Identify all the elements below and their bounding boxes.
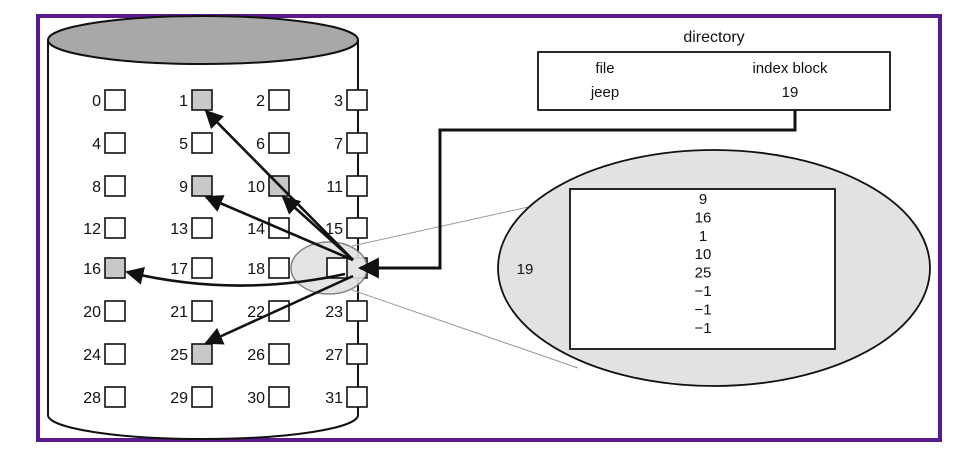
block-20-label: 20 <box>83 304 101 321</box>
directory-title: directory <box>683 29 744 46</box>
block-0-box <box>104 89 126 111</box>
disk-top <box>47 15 359 65</box>
block-31-label: 31 <box>325 390 343 407</box>
index-entry: 9 <box>699 191 707 208</box>
block-27-box <box>346 343 368 365</box>
zoom-block-label: 19 <box>517 261 534 278</box>
pointer-arrow-to-block-25 <box>204 274 354 345</box>
block-15-box <box>346 217 368 239</box>
pointer-arrow-to-block-1 <box>204 109 354 261</box>
block-5-label: 5 <box>179 136 188 153</box>
index-entry: −1 <box>694 283 711 300</box>
block-3-label: 3 <box>334 93 343 110</box>
block-2-box <box>268 89 290 111</box>
block-18-label: 18 <box>247 261 265 278</box>
block-31-box <box>346 386 368 408</box>
block-7-box <box>346 132 368 154</box>
block-24-label: 24 <box>83 347 101 364</box>
block-16-label: 16 <box>83 261 101 278</box>
directory-index-value: 19 <box>782 84 799 101</box>
block-21-box <box>191 300 213 322</box>
block-0-label: 0 <box>92 93 101 110</box>
disk-blocks: 0123456789101112131415161718192021222324… <box>83 89 368 408</box>
block-6-box <box>268 132 290 154</box>
block-8-box <box>104 175 126 197</box>
pointer-arrow-to-block-9 <box>204 195 354 262</box>
block-29-label: 29 <box>170 390 188 407</box>
block-12-label: 12 <box>83 221 101 238</box>
block-28-label: 28 <box>83 390 101 407</box>
directory-file-name: jeep <box>590 84 619 101</box>
block-11-box <box>346 175 368 197</box>
block-3-box <box>346 89 368 111</box>
block-2-label: 2 <box>256 93 265 110</box>
pointer-arrow-to-block-10 <box>281 195 354 261</box>
block-13-box <box>191 217 213 239</box>
block-5-box <box>191 132 213 154</box>
block-4-label: 4 <box>92 136 101 153</box>
index-entry: 10 <box>695 246 712 263</box>
block-14-label: 14 <box>247 221 265 238</box>
block-23-label: 23 <box>325 304 343 321</box>
block-30-box <box>268 386 290 408</box>
block-20-box <box>104 300 126 322</box>
pointer-arrow-to-block-16 <box>125 266 346 287</box>
block-30-label: 30 <box>247 390 265 407</box>
block-27-label: 27 <box>325 347 343 364</box>
block-25-label: 25 <box>170 347 188 364</box>
block-10-label: 10 <box>247 179 265 196</box>
block-29-box <box>191 386 213 408</box>
directory-table <box>537 51 891 111</box>
index-entry: −1 <box>694 301 711 318</box>
block-1-label: 1 <box>179 93 188 110</box>
block-23-box <box>346 300 368 322</box>
block-15-label: 15 <box>325 221 343 238</box>
directory-header-file: file <box>595 60 614 77</box>
block-26-label: 26 <box>247 347 265 364</box>
block-25-box <box>191 343 213 365</box>
block-1-box <box>191 89 213 111</box>
block-11-label: 11 <box>326 179 343 196</box>
block-6-label: 6 <box>256 136 265 153</box>
block-18-box <box>268 257 290 279</box>
block-19-box-top <box>326 257 348 279</box>
block-9-box <box>191 175 213 197</box>
directory-header-index-block: index block <box>752 60 828 77</box>
index-entry: 16 <box>695 209 712 226</box>
block-16-box <box>104 257 126 279</box>
index-block-contents-box <box>569 188 836 350</box>
block-17-box <box>191 257 213 279</box>
block-24-box <box>104 343 126 365</box>
index-pointer-arrows <box>125 109 354 345</box>
block-13-label: 13 <box>170 221 188 238</box>
block-28-box <box>104 386 126 408</box>
block-12-box <box>104 217 126 239</box>
block-9-label: 9 <box>179 179 188 196</box>
directory-pointer-arrow <box>357 110 797 279</box>
block-26-box <box>268 343 290 365</box>
index-entry: 25 <box>695 265 712 282</box>
zoom-line-bottom <box>351 289 579 369</box>
block-7-label: 7 <box>334 136 343 153</box>
block-8-label: 8 <box>92 179 101 196</box>
block-4-box <box>104 132 126 154</box>
index-entry: 1 <box>699 228 707 245</box>
block-21-label: 21 <box>170 304 188 321</box>
block-17-label: 17 <box>170 261 188 278</box>
index-entry: −1 <box>694 320 711 337</box>
